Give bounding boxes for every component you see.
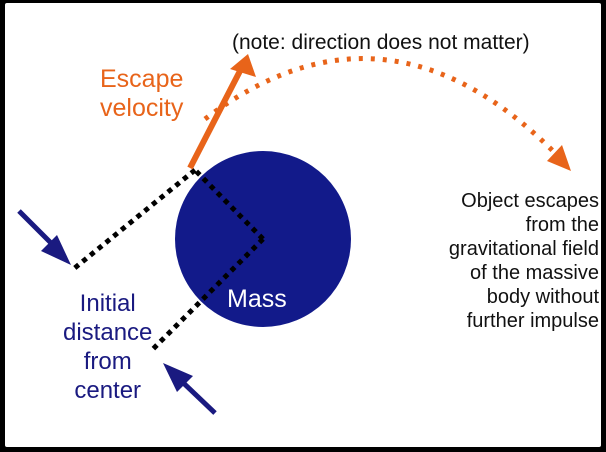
result-line-3: gravitational field — [448, 238, 599, 260]
trajectory-arrowhead — [547, 145, 571, 171]
escape-velocity-arrow — [187, 67, 244, 170]
result-line-5: body without — [486, 286, 599, 308]
escape-velocity-arrowhead — [230, 54, 256, 77]
escape-velocity-line-1: Escape — [100, 65, 184, 93]
pointer-arrow-upper-head — [41, 235, 71, 265]
pointer-arrow-lower-head — [163, 363, 193, 392]
initial-distance-line-3: from — [83, 348, 132, 375]
result-line-2: from the — [525, 214, 599, 236]
initial-distance-line-1: Initial — [79, 290, 136, 317]
result-line-1: Object escapes — [461, 190, 599, 212]
note-label: (note: direction does not matter) — [232, 31, 530, 54]
escape-velocity-line-2: velocity — [100, 94, 184, 122]
extension-dotted-line — [69, 168, 197, 273]
radius-dotted-line-lower — [148, 237, 265, 354]
initial-distance-line-2: distance — [63, 319, 153, 346]
escape-velocity-label: Escape velocity — [100, 65, 183, 123]
mass-label: Mass — [227, 285, 287, 313]
escape-trajectory-dotted — [203, 56, 557, 155]
result-line-4: of the massive — [470, 262, 599, 284]
escape-result-label: Object escapes from the gravitational fi… — [399, 189, 599, 333]
radius-dotted-line-upper — [193, 168, 265, 241]
initial-distance-label: Initial distance from center — [63, 289, 152, 405]
result-line-6: further impulse — [466, 310, 599, 332]
diagram-graphics — [17, 54, 571, 415]
initial-distance-line-4: center — [74, 377, 142, 404]
diagram-canvas: (note: direction does not matter) Escape… — [5, 3, 601, 447]
